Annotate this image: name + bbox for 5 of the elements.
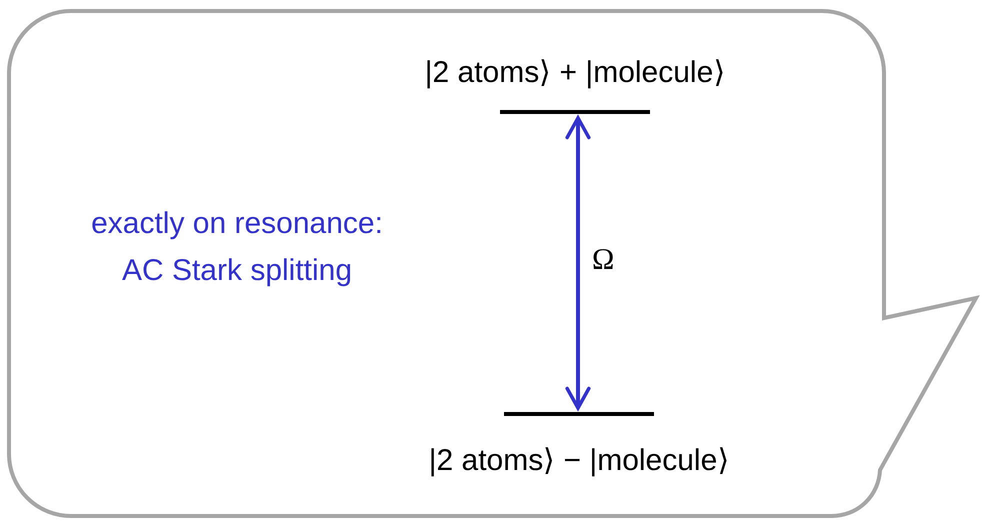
state-label: |2 atoms⟩ − |molecule⟩ (428, 443, 730, 478)
annotation-text: exactly on resonance: AC Stark splitting (90, 206, 384, 289)
state-label: |2 atoms⟩ + |molecule⟩ (424, 55, 726, 90)
speech-bubble (6, 8, 981, 520)
double-arrow (565, 116, 591, 410)
